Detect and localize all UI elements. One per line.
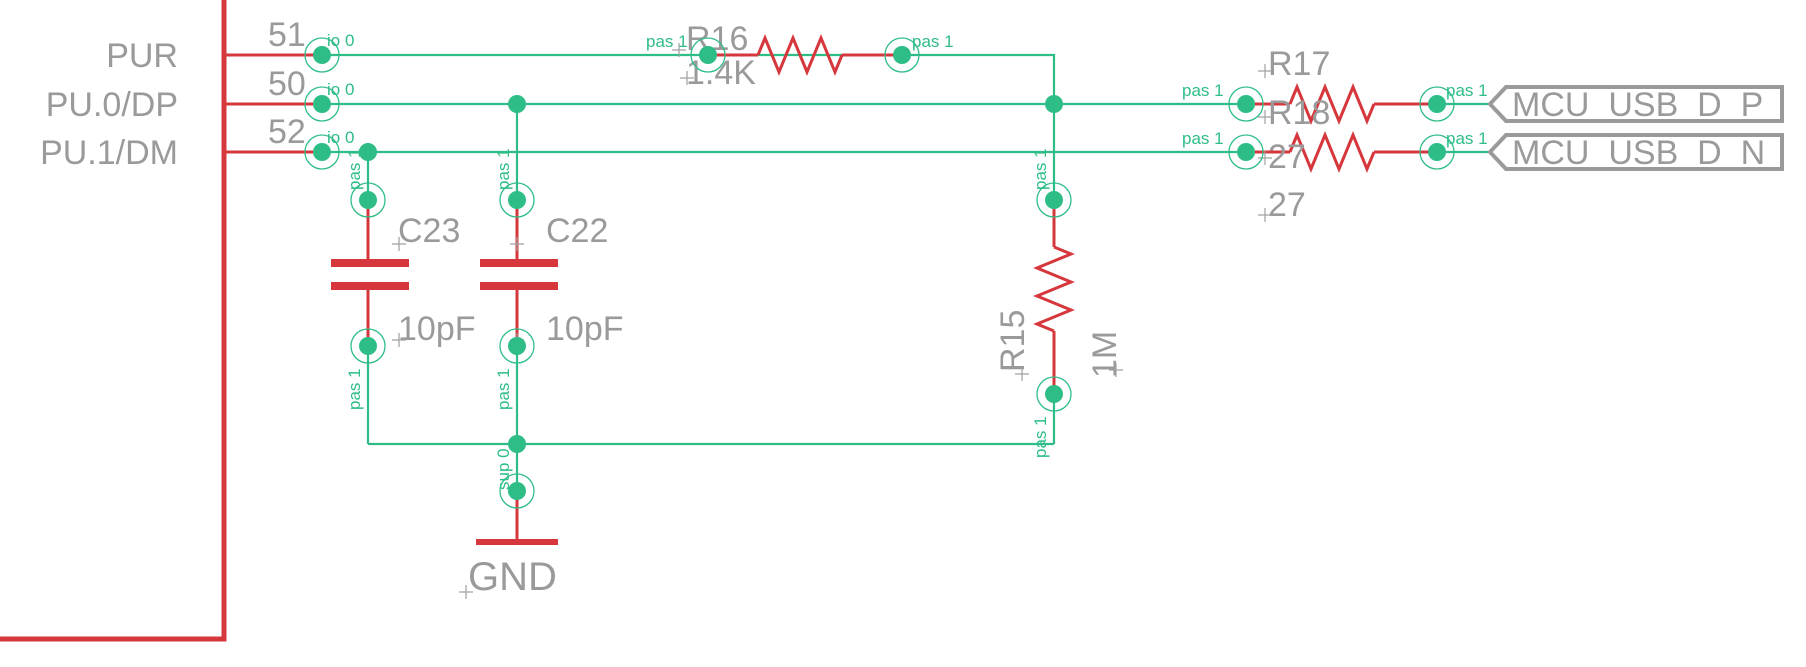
c23-value: 10pF bbox=[398, 310, 476, 348]
pin-number-50: 50 bbox=[268, 65, 306, 103]
r18-pin-2-ring bbox=[1419, 134, 1455, 170]
r16-pin-1[interactable] bbox=[699, 46, 717, 64]
r15-pin-2-ring bbox=[1036, 376, 1072, 412]
c23-ref: C23 bbox=[398, 212, 460, 250]
r18-pin-1[interactable] bbox=[1237, 143, 1255, 161]
c22-value: 10pF bbox=[546, 310, 624, 348]
pin-50-ring bbox=[304, 86, 340, 122]
r17-pin-2[interactable] bbox=[1428, 95, 1446, 113]
r17-pin-right: pas 1 bbox=[1446, 81, 1488, 100]
capacitor-c22[interactable]: C22 10pF pas 1 pas 1 bbox=[480, 148, 624, 410]
r18-pin-2[interactable] bbox=[1428, 143, 1446, 161]
r15-ref: R15 bbox=[994, 310, 1032, 372]
mcu-symbol: PUR PU.0/DP PU.1/DM 51 50 52 io 0 io 0 i… bbox=[0, 0, 354, 642]
junction-dot bbox=[508, 435, 526, 453]
r16-pin-2[interactable] bbox=[893, 46, 911, 64]
r18-pin-1-ring bbox=[1228, 134, 1264, 170]
gnd-pin: sup 0 bbox=[494, 448, 513, 490]
gnd-label: GND bbox=[468, 555, 557, 599]
pin-number-51: 51 bbox=[268, 16, 306, 54]
r15-pin-1[interactable] bbox=[1045, 191, 1063, 209]
r18-pin-right: pas 1 bbox=[1446, 129, 1488, 148]
c22-pin-1[interactable] bbox=[508, 191, 526, 209]
pin-type-51: io 0 bbox=[327, 31, 354, 50]
r18-pin-left: pas 1 bbox=[1182, 129, 1224, 148]
pin-51[interactable] bbox=[313, 46, 331, 64]
pin-type-52: io 0 bbox=[327, 128, 354, 147]
r18-value: 27 bbox=[1268, 186, 1306, 224]
c23-pin-top: pas 1 bbox=[345, 148, 364, 190]
c22-pin-2-ring bbox=[499, 328, 535, 364]
r15-pin-1-ring bbox=[1036, 182, 1072, 218]
pin-terminals bbox=[304, 37, 1455, 509]
pin-label-pur: PUR bbox=[106, 37, 178, 75]
c23-pin-1-ring bbox=[350, 182, 386, 218]
c22-pin-1-ring bbox=[499, 182, 535, 218]
net-pur bbox=[322, 53, 1056, 104]
r16-ref: R16 bbox=[686, 20, 748, 58]
r15-pin-bottom: pas 1 bbox=[1031, 416, 1050, 458]
c22-ref: C22 bbox=[546, 212, 608, 250]
r16-pin-1-ring bbox=[690, 37, 726, 73]
nets bbox=[322, 53, 1490, 491]
c23-pin-2[interactable] bbox=[359, 337, 377, 355]
gnd-symbol[interactable]: GND sup 0 bbox=[459, 448, 558, 599]
pin-50[interactable] bbox=[313, 95, 331, 113]
r17-pin-1[interactable] bbox=[1237, 95, 1255, 113]
r17-ref: R17 bbox=[1268, 45, 1330, 83]
r17-pin-left: pas 1 bbox=[1182, 81, 1224, 100]
r15-pin-top: pas 1 bbox=[1031, 148, 1050, 190]
resistor-r18[interactable]: R18 27 27 pas 1 pas 1 bbox=[1182, 94, 1488, 224]
pin-label-dm: PU.1/DM bbox=[40, 134, 178, 172]
r16-value: 1.4K bbox=[686, 54, 756, 92]
r15-pin-2[interactable] bbox=[1045, 385, 1063, 403]
pin-type-50: io 0 bbox=[327, 80, 354, 99]
resistor-r17[interactable]: R17 pas 1 pas 1 bbox=[1182, 45, 1488, 125]
gnd-pin-terminal-ring bbox=[499, 473, 535, 509]
pin-51-ring bbox=[304, 37, 340, 73]
port-usb-p-label: MCU_USB_D_P bbox=[1512, 86, 1763, 124]
c23-pin-1[interactable] bbox=[359, 191, 377, 209]
r16-pin-left: pas 1 bbox=[646, 32, 688, 51]
junction-dot bbox=[508, 95, 526, 113]
junction-dot bbox=[1045, 95, 1063, 113]
r17-pin-2-ring bbox=[1419, 86, 1455, 122]
c23-pin-2-ring bbox=[350, 328, 386, 364]
r18-ref: R18 bbox=[1268, 94, 1330, 132]
resistor-r16[interactable]: R16 1.4K pas 1 pas 1 bbox=[646, 20, 954, 92]
port-usb-p[interactable]: MCU_USB_D_P bbox=[1487, 85, 1784, 124]
capacitor-c23[interactable]: C23 10pF pas 1 pas 1 bbox=[331, 148, 476, 410]
pin-label-dp: PU.0/DP bbox=[46, 86, 178, 124]
junction-dot bbox=[359, 143, 377, 161]
pin-52-ring bbox=[304, 134, 340, 170]
c22-pin-2[interactable] bbox=[508, 337, 526, 355]
c22-pin-top: pas 1 bbox=[494, 148, 513, 190]
c23-pin-bottom: pas 1 bbox=[345, 368, 364, 410]
pin-number-52: 52 bbox=[268, 113, 306, 151]
r16-pin-2-ring bbox=[884, 37, 920, 73]
port-usb-n[interactable]: MCU_USB_D_N bbox=[1487, 133, 1784, 172]
c22-pin-bottom: pas 1 bbox=[494, 368, 513, 410]
pin-52[interactable] bbox=[313, 143, 331, 161]
port-usb-n-label: MCU_USB_D_N bbox=[1512, 134, 1765, 172]
r17-value: 27 bbox=[1268, 138, 1306, 176]
resistor-r15[interactable]: R15 1M pas 1 pas 1 bbox=[994, 148, 1124, 458]
gnd-pin-terminal[interactable] bbox=[508, 482, 526, 500]
r16-pin-right: pas 1 bbox=[912, 32, 954, 51]
r15-value: 1M bbox=[1086, 331, 1124, 378]
r17-pin-1-ring bbox=[1228, 86, 1264, 122]
